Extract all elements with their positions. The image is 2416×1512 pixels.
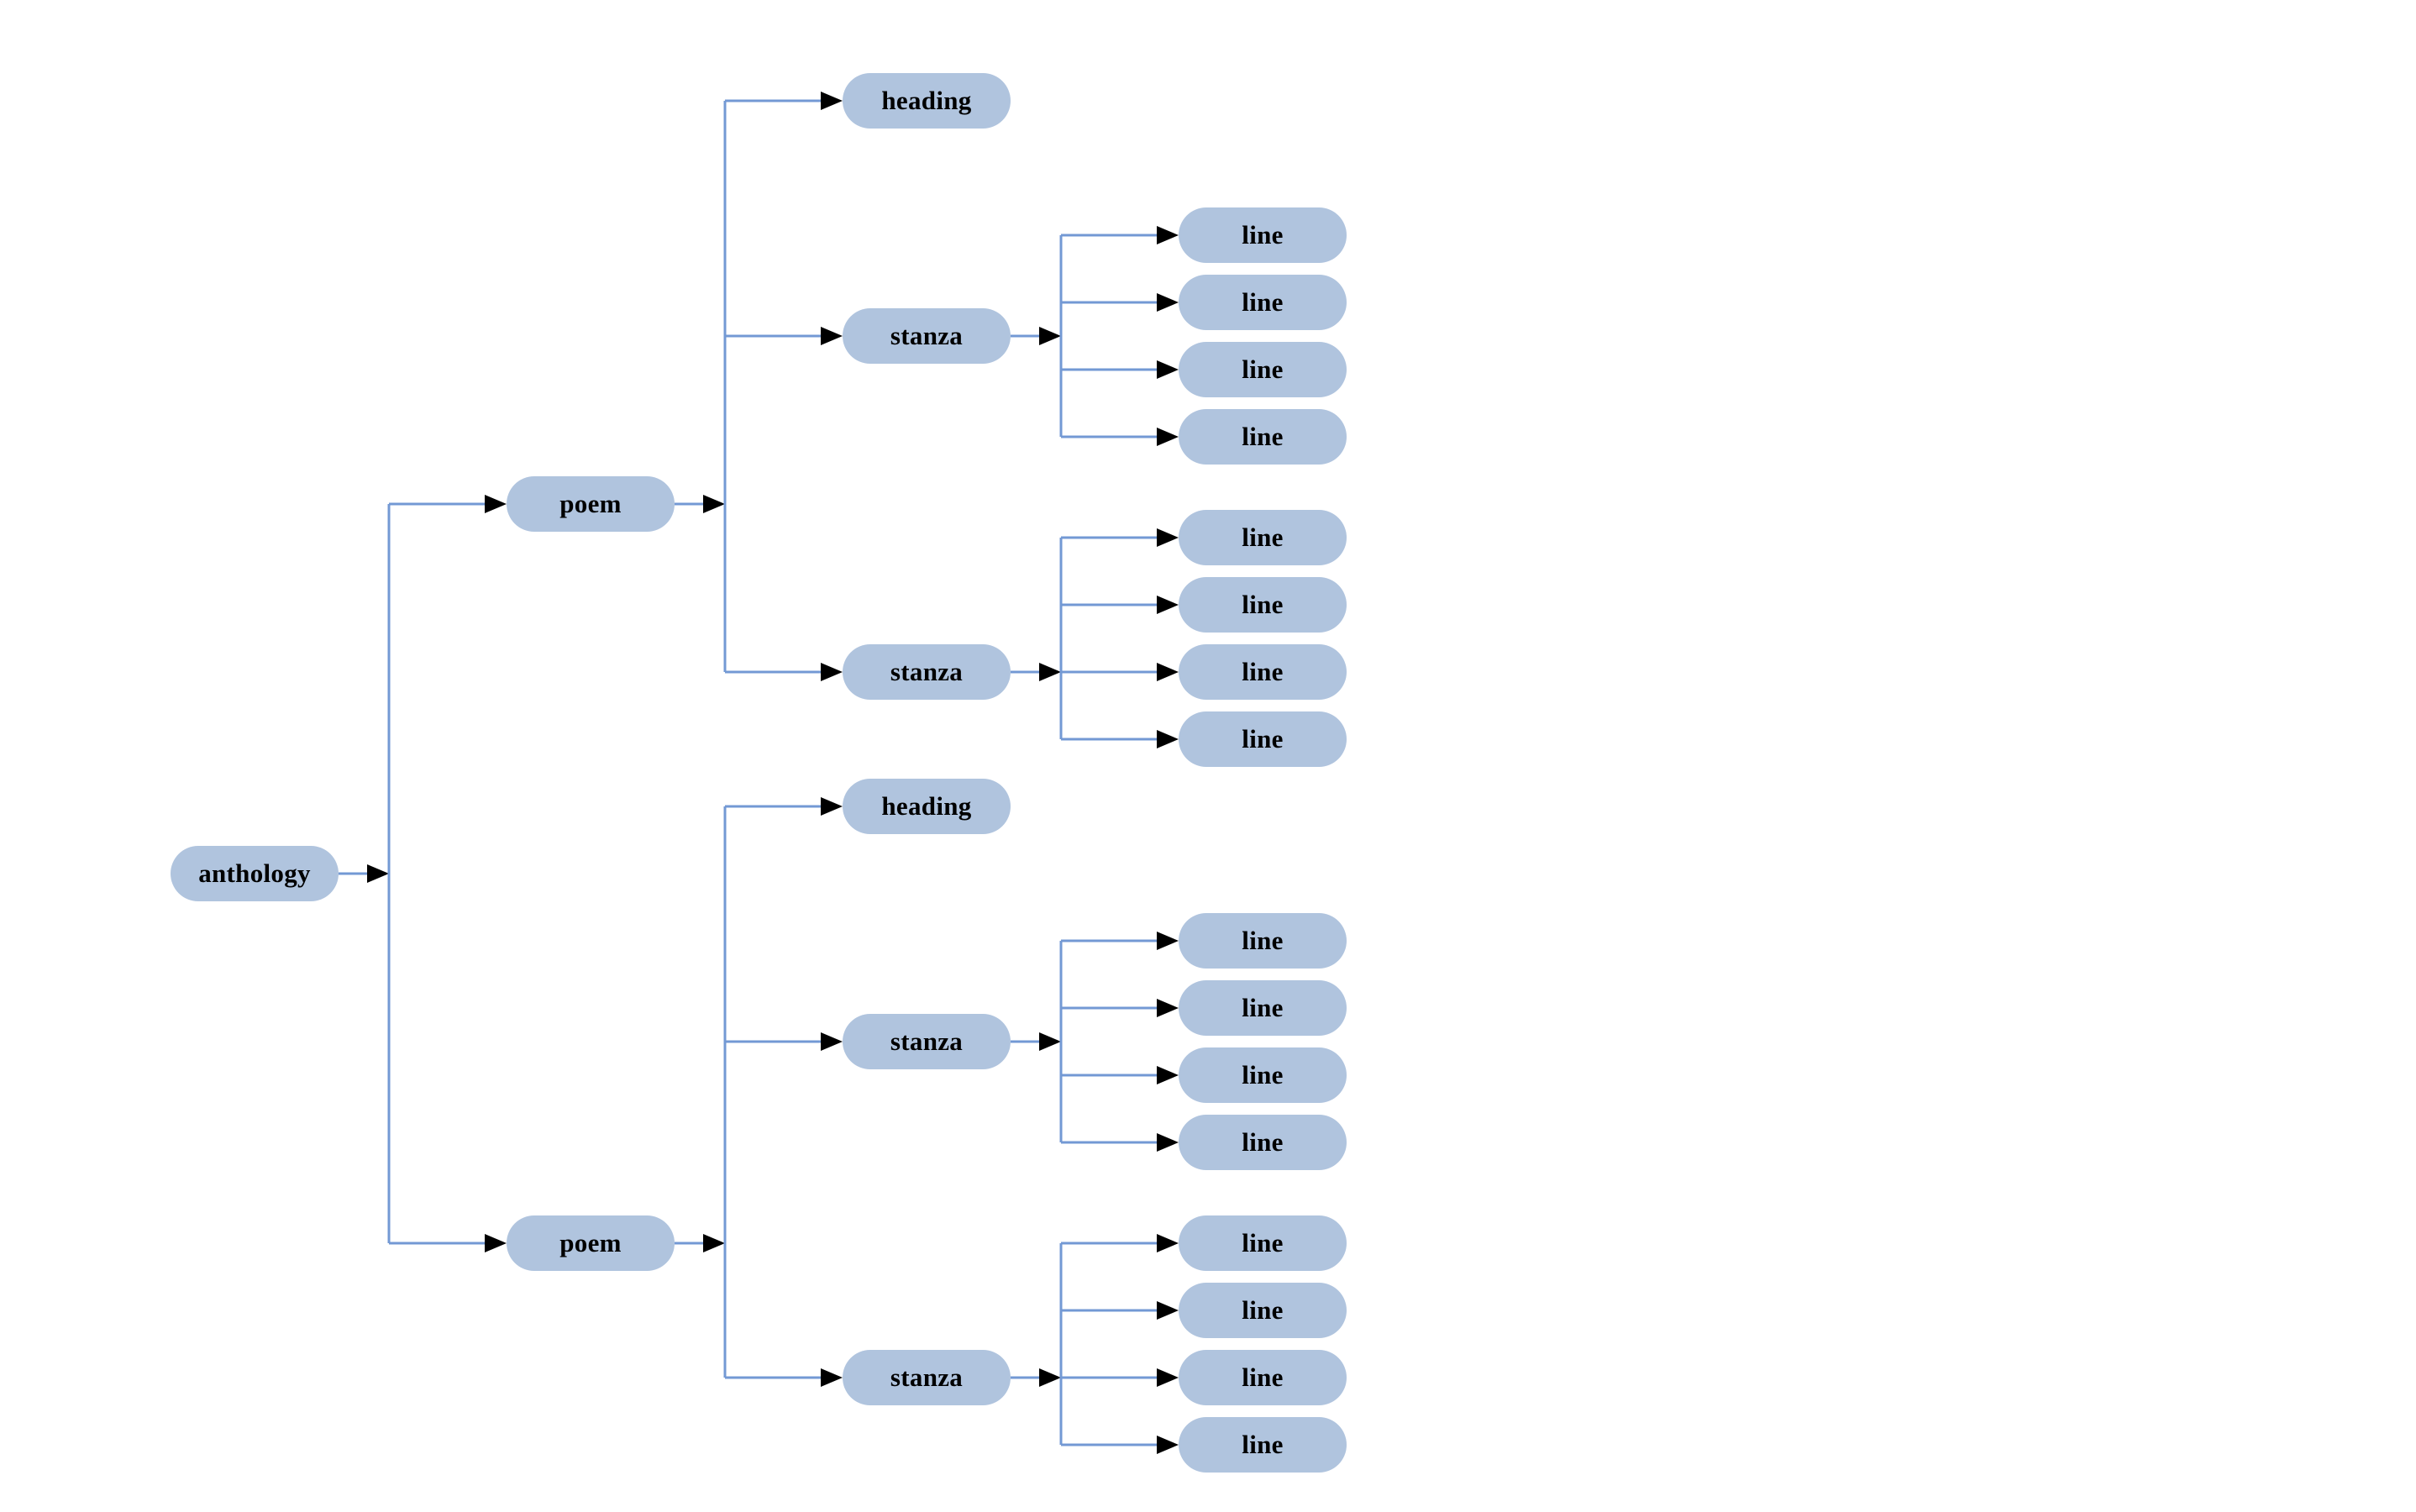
node-label: line [1242,590,1284,619]
arrowhead-icon [821,1368,843,1387]
node-poem-2-stanza-2-line-4[interactable]: line [1179,1417,1347,1473]
node-poem-1-stanza-1[interactable]: stanza [843,308,1011,364]
node-poem-2-stanza-2-line-1[interactable]: line [1179,1215,1347,1271]
arrowhead-icon [1039,327,1061,345]
arrowhead-icon [1157,1133,1179,1152]
node-poem-2-stanza-1[interactable]: stanza [843,1014,1011,1069]
node-label: line [1242,926,1284,955]
arrowhead-icon [821,327,843,345]
node-label: heading [881,791,972,821]
arrowhead-icon [821,663,843,681]
node-label: stanza [890,657,964,686]
arrowhead-icon [1157,1301,1179,1320]
node-label: anthology [198,858,311,888]
node-poem-1-stanza-2-line-3[interactable]: line [1179,644,1347,700]
arrowhead-icon [1157,596,1179,614]
arrowhead-icon [1157,226,1179,244]
node-label: line [1242,354,1284,384]
node-label: line [1242,1362,1284,1392]
arrowhead-icon [1157,1436,1179,1454]
node-poem-2-stanza-1-line-4[interactable]: line [1179,1115,1347,1170]
arrowhead-icon [1039,1368,1061,1387]
node-poem-1-stanza-2-line-4[interactable]: line [1179,711,1347,767]
node-poem-1[interactable]: poem [507,476,675,532]
node-label: line [1242,1228,1284,1257]
node-poem-2-stanza-2-line-2[interactable]: line [1179,1283,1347,1338]
node-poem-1-stanza-2-line-2[interactable]: line [1179,577,1347,633]
arrowhead-icon [485,1234,507,1252]
node-label: line [1242,1295,1284,1325]
node-poem-2-stanza-1-line-1[interactable]: line [1179,913,1347,969]
node-label: line [1242,724,1284,753]
node-label: line [1242,287,1284,317]
node-poem-1-stanza-2-line-1[interactable]: line [1179,510,1347,565]
node-poem-1-stanza-1-line-3[interactable]: line [1179,342,1347,397]
node-poem-2-stanza-2[interactable]: stanza [843,1350,1011,1405]
node-poem-2[interactable]: poem [507,1215,675,1271]
arrowhead-icon [703,495,725,513]
node-poem-1-stanza-1-line-4[interactable]: line [1179,409,1347,465]
arrowhead-icon [821,797,843,816]
node-poem-1-stanza-1-line-1[interactable]: line [1179,207,1347,263]
node-label: line [1242,993,1284,1022]
arrowhead-icon [1157,932,1179,950]
arrowhead-icon [1157,1234,1179,1252]
arrowhead-icon [1157,528,1179,547]
arrowhead-icon [485,495,507,513]
node-label: stanza [890,321,964,350]
arrowhead-icon [1157,293,1179,312]
arrowhead-icon [1157,730,1179,748]
node-poem-2-stanza-1-line-2[interactable]: line [1179,980,1347,1036]
arrowhead-icon [1157,663,1179,681]
node-label: line [1242,422,1284,451]
arrowhead-icon [1157,360,1179,379]
arrowhead-icon [1157,428,1179,446]
arrowhead-icon [1157,1066,1179,1084]
node-label: poem [559,489,622,518]
node-poem-1-heading[interactable]: heading [843,73,1011,129]
node-poem-2-heading[interactable]: heading [843,779,1011,834]
arrowhead-icon [1157,1368,1179,1387]
node-label: stanza [890,1362,964,1392]
node-label: line [1242,657,1284,686]
arrowhead-icon [703,1234,725,1252]
arrowhead-icon [1157,999,1179,1017]
node-label: stanza [890,1026,964,1056]
node-anthology[interactable]: anthology [171,846,339,901]
node-label: line [1242,220,1284,249]
node-label: line [1242,522,1284,552]
arrowhead-icon [367,864,389,883]
arrowhead-icon [821,1032,843,1051]
arrowhead-icon [821,92,843,110]
node-poem-1-stanza-2[interactable]: stanza [843,644,1011,700]
node-label: line [1242,1430,1284,1459]
arrowhead-icon [1039,663,1061,681]
node-label: heading [881,86,972,115]
node-poem-2-stanza-2-line-3[interactable]: line [1179,1350,1347,1405]
arrowhead-icon [1039,1032,1061,1051]
node-poem-1-stanza-1-line-2[interactable]: line [1179,275,1347,330]
node-label: poem [559,1228,622,1257]
node-label: line [1242,1060,1284,1089]
node-poem-2-stanza-1-line-3[interactable]: line [1179,1047,1347,1103]
node-label: line [1242,1127,1284,1157]
